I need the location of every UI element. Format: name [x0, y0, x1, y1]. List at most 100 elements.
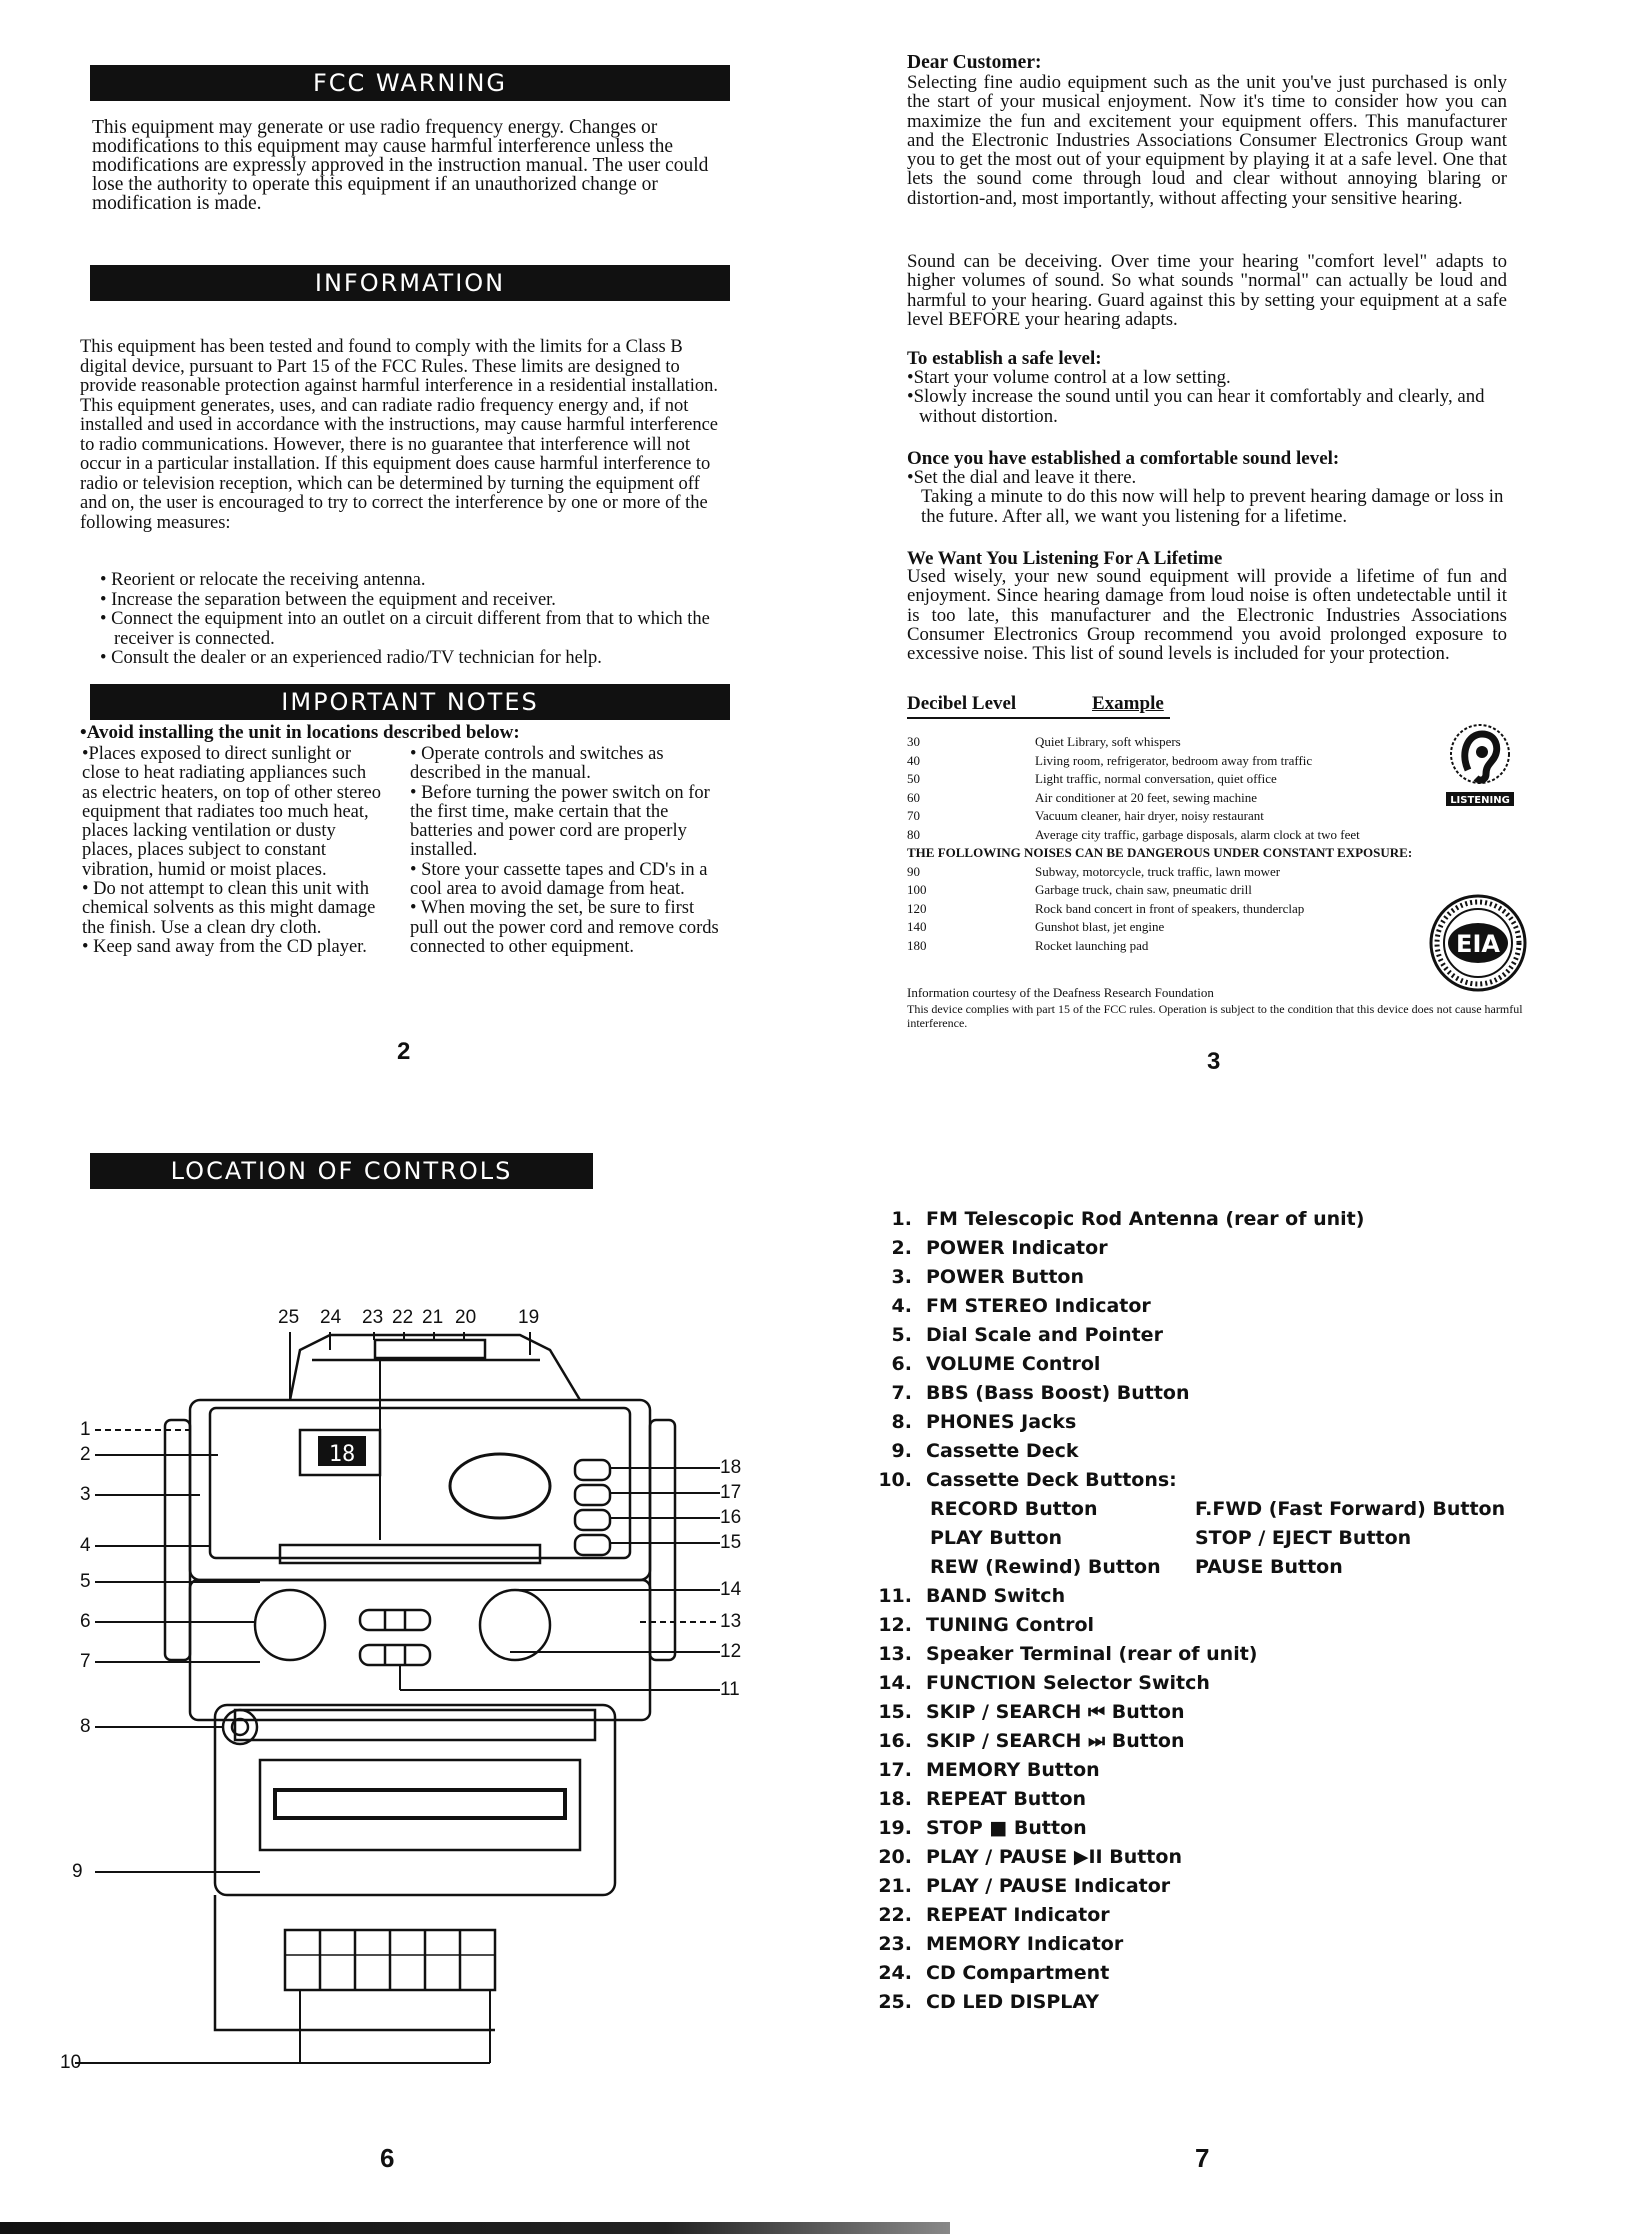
callout-2: 2	[80, 1444, 91, 1465]
bullet-item: • Increase the separation between the eq…	[100, 589, 556, 610]
note-item: • When moving the set, be sure to first …	[410, 898, 719, 957]
eia-seal-icon: EIA	[1429, 894, 1527, 992]
callout-20: 20	[455, 1307, 477, 1328]
safe-level-heading: To establish a safe level:	[907, 348, 1102, 369]
page-number-7: 7	[1195, 2143, 1210, 2173]
cd-control-pad	[448, 1452, 552, 1520]
cassette-deck	[213, 1703, 617, 1897]
information-text: This equipment has been tested and found…	[80, 337, 719, 533]
list-item: 13.Speaker Terminal (rear of unit)	[878, 1643, 1258, 1665]
eia-logo-text: EIA	[1456, 930, 1500, 958]
lifetime-text: Used wisely, your new sound equipment wi…	[907, 566, 1507, 665]
cd-lid	[288, 1333, 582, 1401]
callout-9: 9	[72, 1861, 83, 1882]
eia-logo: EIA	[1428, 893, 1528, 993]
note-item: • Before turning the power switch on for…	[410, 782, 710, 861]
safe-item: •Start your volume control at a low sett…	[907, 367, 1231, 388]
bullet-item: • Reorient or relocate the receiving ant…	[100, 570, 426, 590]
device-diagram: 18	[75, 1332, 720, 2064]
callout-1: 1	[80, 1419, 91, 1440]
list-item: 15.SKIP / SEARCH ⏮ Button	[878, 1701, 1185, 1723]
fcc-warning-text: This equipment may generate or use radio…	[92, 117, 709, 214]
callout-21: 21	[422, 1307, 444, 1328]
callout-14: 14	[720, 1579, 742, 1600]
list-item: 11.BAND Switch	[878, 1585, 1066, 1607]
danger-heading: THE FOLLOWING NOISES CAN BE DANGEROUS UN…	[907, 845, 1413, 860]
callout-16: 16	[720, 1507, 742, 1528]
note-item: • Do not attempt to clean this unit with…	[82, 879, 376, 938]
callout-5: 5	[80, 1571, 91, 1592]
list-item: 19.STOP ■ Button	[878, 1817, 1087, 1839]
list-item: 20.PLAY / PAUSE ▶II Button	[878, 1846, 1182, 1868]
display-readout: 18	[329, 1442, 356, 1467]
comfort-item: Taking a minute to do this now will help…	[921, 486, 1504, 527]
information-bullets: • Reorient or relocate the receiving ant…	[100, 570, 725, 669]
scan-edge	[0, 2222, 950, 2234]
callout-15: 15	[720, 1532, 742, 1553]
decibel-header-underline	[907, 717, 1170, 719]
callout-11: 11	[720, 1679, 740, 1700]
list-item: 6.VOLUME Control	[891, 1353, 1101, 1375]
listening-logo: LISTENING	[1440, 722, 1520, 822]
list-item: 24.CD Compartment	[878, 1962, 1110, 1984]
notes-column-1: •Places exposed to direct sunlight or cl…	[82, 744, 382, 957]
comfort-item: •Set the dial and leave it there.	[907, 467, 1137, 488]
listening-logo-text: LISTENING	[1450, 795, 1510, 806]
callout-6: 6	[80, 1611, 91, 1632]
important-notes-heading: IMPORTANT NOTES	[90, 684, 730, 720]
bullet-item: • Consult the dealer or an experienced r…	[100, 648, 602, 668]
safe-level-list: •Start your volume control at a low sett…	[907, 368, 1507, 426]
callout-23: 23	[362, 1307, 384, 1328]
callout-13: 13	[720, 1611, 742, 1632]
comfortable-level-list: •Set the dial and leave it there. Taking…	[907, 468, 1507, 526]
callout-12: 12	[720, 1641, 742, 1662]
location-of-controls-heading: LOCATION OF CONTROLS	[90, 1153, 593, 1189]
example-header: Example	[1092, 693, 1164, 714]
list-item: 16.SKIP / SEARCH ⏭ Button	[878, 1730, 1185, 1752]
lifetime-heading: We Want You Listening For A Lifetime	[907, 548, 1223, 569]
page-number-6: 6	[380, 2143, 395, 2173]
list-item: 10.Cassette Deck Buttons:	[878, 1469, 1177, 1491]
callout-24: 24	[320, 1307, 342, 1328]
callout-19: 19	[518, 1307, 540, 1328]
volume-knob	[253, 1588, 327, 1662]
note-item: • Operate controls and switches as descr…	[410, 744, 664, 784]
list-item: 21.PLAY / PAUSE Indicator	[878, 1875, 1171, 1897]
note-item: • Store your cassette tapes and CD's in …	[410, 859, 708, 900]
fcc-warning-heading: FCC WARNING	[90, 65, 730, 101]
sound-paragraph: Sound can be deceiving. Over time your h…	[907, 251, 1507, 330]
safe-item: •Slowly increase the sound until you can…	[907, 386, 1485, 427]
footnote-fcc: This device complies with part 15 of the…	[907, 1002, 1523, 1030]
ear-icon: LISTENING	[1446, 724, 1514, 806]
list-item: 25.CD LED DISPLAY	[878, 1991, 1100, 2013]
list-item: 18.REPEAT Button	[878, 1788, 1087, 1810]
list-item: 1.FM Telescopic Rod Antenna (rear of uni…	[891, 1208, 1365, 1230]
note-item: •Places exposed to direct sunlight or cl…	[82, 744, 381, 880]
callout-22: 22	[392, 1307, 414, 1328]
dear-customer: Dear Customer:	[907, 52, 1042, 73]
bullet-item: • Connect the equipment into an outlet o…	[100, 609, 710, 649]
list-item: 12.TUNING Control	[878, 1614, 1095, 1636]
list-item: 17.MEMORY Button	[878, 1759, 1100, 1781]
notes-column-2: • Operate controls and switches as descr…	[410, 744, 720, 957]
note-item: • Keep sand away from the CD player.	[82, 936, 367, 957]
comfortable-level-heading: Once you have established a comfortable …	[907, 448, 1340, 469]
list-item: 2.POWER Indicator	[891, 1237, 1108, 1259]
intro-paragraph: Selecting fine audio equipment such as t…	[907, 72, 1507, 209]
decibel-table-header: Decibel Level Example	[907, 693, 1167, 715]
controls-list: 1.FM Telescopic Rod Antenna (rear of uni…	[866, 1208, 1566, 2048]
callout-7: 7	[80, 1651, 91, 1672]
callout-25: 25	[278, 1307, 300, 1328]
list-item: 23.MEMORY Indicator	[878, 1933, 1124, 1955]
